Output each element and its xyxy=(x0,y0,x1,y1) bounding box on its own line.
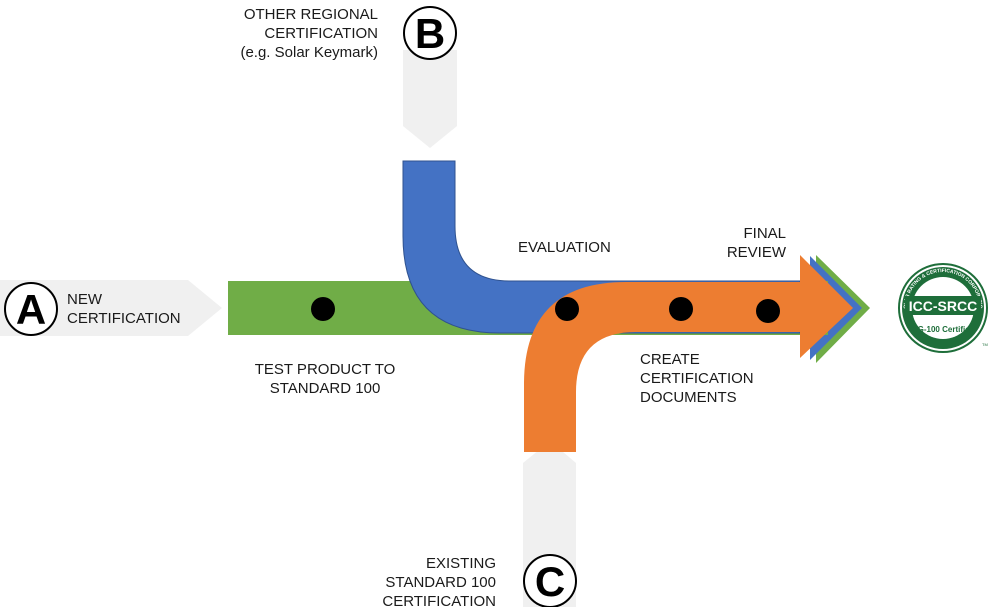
step-dot-test xyxy=(311,297,335,321)
step-dot-evaluation xyxy=(555,297,579,321)
logo-main-text: ICC-SRCC xyxy=(909,298,977,314)
logo-trademark: TM xyxy=(982,342,988,347)
entry-a-label: NEW CERTIFICATION xyxy=(67,291,181,327)
path-b-chevron xyxy=(403,50,457,148)
entry-c-letter: C xyxy=(535,558,565,605)
step-dot-create-docs xyxy=(669,297,693,321)
step-evaluation-label: EVALUATION xyxy=(518,239,611,256)
entry-b-letter: B xyxy=(415,10,445,57)
path-a-chevron xyxy=(0,280,222,336)
step-create-docs-label: CREATE CERTIFICATION DOCUMENTS xyxy=(640,351,754,406)
step-final-review-label: FINAL REVIEW xyxy=(726,225,786,261)
step-dot-final-review xyxy=(756,299,780,323)
logo-ring-text: SOLAR RATING & CERTIFICATION CORPORATION xyxy=(0,0,983,309)
logo-sub-text: OG-100 Certified xyxy=(911,325,974,334)
entry-a-circle xyxy=(4,282,58,336)
entry-b-circle xyxy=(403,6,457,60)
entry-c-label: EXISTING STANDARD 100 CERTIFICATION xyxy=(382,555,496,610)
entry-b-label: OTHER REGIONAL CERTIFICATION (e.g. Solar… xyxy=(240,6,378,61)
entry-a-letter: A xyxy=(16,286,46,333)
step-test-label: TEST PRODUCT TO STANDARD 100 xyxy=(254,361,396,397)
entry-c-circle xyxy=(523,554,577,607)
